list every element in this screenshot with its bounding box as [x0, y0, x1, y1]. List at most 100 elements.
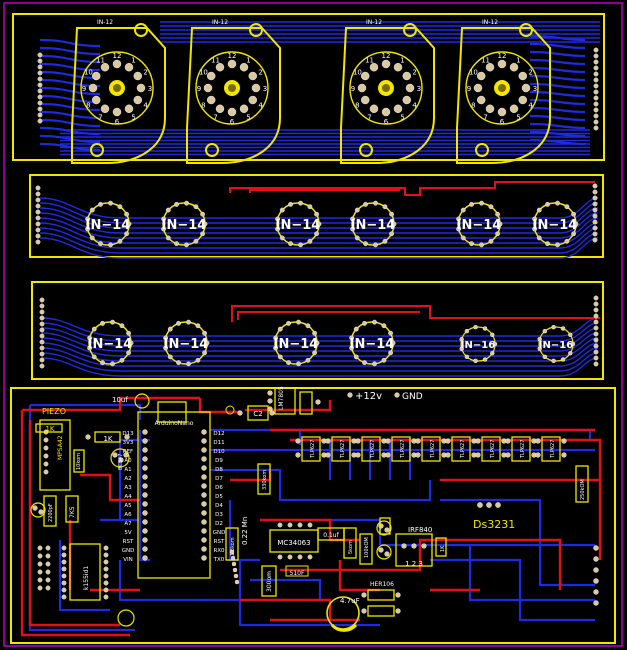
tube-pin — [362, 320, 367, 326]
pad — [325, 438, 331, 444]
tube-pin — [497, 221, 503, 227]
ic-pin — [297, 522, 303, 528]
pin — [45, 553, 51, 559]
pin-number: 4 — [143, 102, 148, 110]
pin-label: A7 — [124, 521, 132, 527]
tube-pin — [381, 107, 391, 117]
resistor — [367, 605, 395, 617]
connector-pad — [39, 357, 45, 363]
pad — [415, 452, 421, 458]
pad — [378, 547, 384, 553]
tube-pin — [251, 83, 261, 93]
tube-pin — [312, 350, 317, 356]
arduino-pin — [201, 465, 207, 471]
pin-number: 8 — [471, 102, 475, 110]
pin-label: 1 2 3 — [405, 560, 423, 568]
arduino-pin — [201, 546, 207, 552]
pin-number: 2 — [143, 69, 147, 77]
connector-pad — [593, 313, 599, 319]
pad — [234, 579, 240, 585]
connector-pad — [37, 88, 43, 94]
connector-pad — [593, 89, 599, 95]
ic-pin — [287, 554, 293, 560]
pin-number: 11 — [481, 56, 490, 64]
tube-pin — [314, 211, 319, 217]
tube-pin — [490, 332, 495, 338]
ic-pin — [61, 587, 67, 593]
resistor-label: 1K — [45, 425, 54, 433]
resistor-1k — [94, 431, 121, 443]
in14-tube: IN−14 — [349, 319, 396, 367]
pin — [37, 577, 43, 583]
arduino-pin — [201, 429, 207, 435]
pin-number: 11 — [211, 56, 220, 64]
resistor-label: 330kom — [262, 470, 268, 490]
tube-pin — [393, 104, 403, 113]
tube-pin — [204, 340, 210, 346]
pin-label: A3 — [124, 485, 132, 491]
tube-pin — [202, 350, 207, 356]
ic-label: k155id1 — [83, 566, 90, 590]
pad — [295, 452, 301, 458]
connector-pad — [37, 82, 43, 88]
connector-pad — [593, 355, 599, 361]
optocoupler-tlp627 — [301, 436, 321, 462]
pad — [267, 390, 273, 396]
pad — [232, 567, 238, 573]
pin-number: 4 — [528, 102, 533, 110]
diode-her106 — [367, 589, 395, 601]
tube-pin — [488, 204, 494, 210]
capacitor-label: 10uf — [112, 396, 128, 404]
transistor-label: MPSA42 — [57, 435, 64, 460]
pad — [229, 549, 235, 555]
ic-pin — [287, 522, 293, 528]
optocoupler-label: TLP627 — [460, 440, 466, 459]
pin-number: 11 — [96, 56, 105, 64]
tube-pin — [545, 241, 550, 247]
tube-pin — [564, 204, 570, 210]
pad — [112, 452, 118, 458]
ic-pin — [103, 594, 109, 600]
connector-pad — [592, 189, 598, 195]
rtc-label: Ds3231 — [473, 518, 515, 531]
pin-number: 2 — [258, 69, 262, 77]
tube-pin — [186, 319, 191, 325]
tube-pin — [354, 235, 360, 241]
connector-pad — [593, 107, 599, 113]
tube-pin — [215, 104, 225, 113]
pin-label: D12 — [213, 431, 224, 437]
optocoupler-label: TLP627 — [340, 440, 346, 459]
pin-number: 7 — [98, 114, 102, 122]
tube-pin — [207, 95, 216, 105]
tube-pin — [473, 358, 478, 364]
pin-label: VIN — [123, 557, 133, 563]
pad — [535, 438, 541, 444]
connector-pad — [593, 361, 599, 367]
pin-number: 3 — [148, 85, 152, 93]
pin-number: 6 — [384, 118, 389, 126]
connector-pad — [592, 195, 598, 201]
tube-label: IN−14 — [351, 218, 396, 233]
pin — [45, 569, 51, 575]
capacitor — [225, 527, 239, 561]
capacitor-label: 2200pF — [48, 503, 54, 522]
connector-pad — [43, 469, 49, 475]
pad — [475, 452, 481, 458]
tube-pin — [98, 201, 103, 207]
tube-pin — [573, 221, 579, 227]
tube-pin — [248, 95, 257, 105]
tube-pin — [542, 328, 548, 334]
tube-pin — [381, 323, 387, 329]
tube-pin — [555, 200, 560, 206]
optocoupler-tlp627 — [391, 436, 411, 462]
tube-pin — [349, 345, 355, 351]
pin — [45, 561, 51, 567]
pin-number: 5 — [246, 114, 250, 122]
connector-pad — [593, 83, 599, 89]
tube-label: IN−14 — [274, 337, 319, 352]
tube-pin — [388, 330, 393, 336]
tube-pin — [195, 357, 201, 363]
capacitor-c2 — [247, 405, 269, 421]
tube-pin — [200, 231, 205, 237]
